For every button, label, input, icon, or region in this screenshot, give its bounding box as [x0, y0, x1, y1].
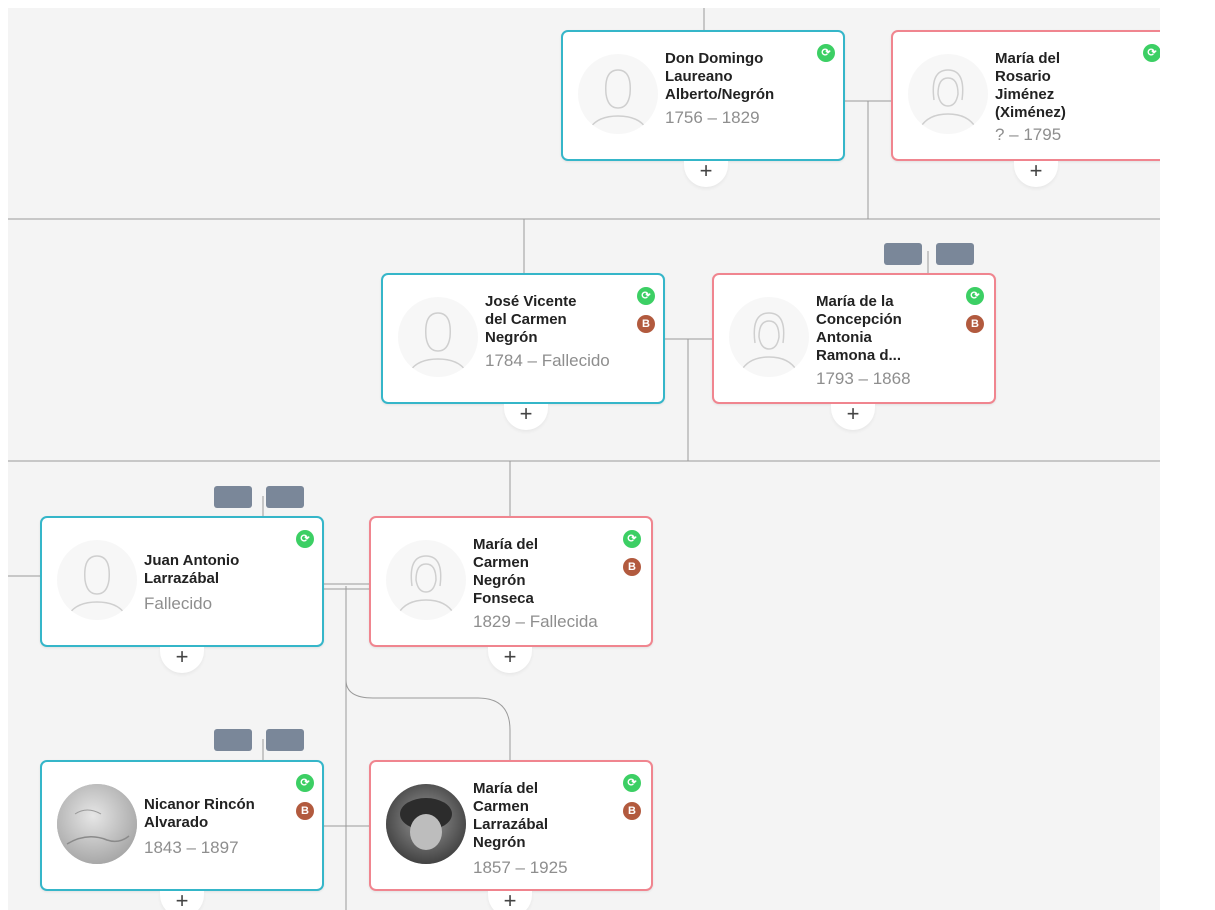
brown-record-icon[interactable]: B	[637, 315, 655, 333]
person-name: María del Carmen Larrazábal Negrón	[473, 780, 549, 851]
relationship-chip[interactable]	[936, 243, 974, 265]
male-silhouette-icon	[578, 54, 658, 134]
person-card-jose-vicente[interactable]: José Vicente del Carmen Negrón 1784 – Fa…	[381, 273, 665, 404]
person-name: María del Rosario Jiménez (Ximénez)	[995, 50, 1066, 121]
relationship-chip[interactable]	[214, 729, 252, 751]
brown-record-icon[interactable]: B	[623, 802, 641, 820]
person-card-nicanor[interactable]: Nicanor Rincón Alvarado 1843 – 1897 ⟳ B	[40, 760, 324, 891]
green-hint-icon[interactable]: ⟳	[1143, 44, 1160, 62]
green-hint-icon[interactable]: ⟳	[296, 774, 314, 792]
person-dates: 1784 – Fallecido	[485, 351, 610, 370]
person-dates: 1843 – 1897	[144, 838, 239, 857]
person-name: Juan Antonio Larrazábal	[144, 552, 240, 587]
green-hint-icon[interactable]: ⟳	[637, 287, 655, 305]
person-dates: 1829 – Fallecida	[473, 612, 598, 631]
person-dates: 1857 – 1925	[473, 858, 568, 877]
person-name: José Vicente del Carmen Negrón	[485, 293, 577, 346]
person-card-carmen-negron-fonseca[interactable]: María del Carmen Negrón Fonseca 1829 – F…	[369, 516, 653, 647]
tree-connectors	[8, 8, 1160, 910]
photo-portrait	[386, 784, 466, 864]
person-card-concepcion[interactable]: María de la Concepción Antonia Ramona d.…	[712, 273, 996, 404]
brown-record-icon[interactable]: B	[296, 802, 314, 820]
person-name: Don Domingo Laureano Alberto/Negrón	[665, 50, 775, 103]
female-silhouette-icon	[729, 297, 809, 377]
green-hint-icon[interactable]: ⟳	[623, 530, 641, 548]
tree-canvas[interactable]: Don Domingo Laureano Alberto/Negrón 1756…	[8, 8, 1160, 910]
green-hint-icon[interactable]: ⟳	[296, 530, 314, 548]
green-hint-icon[interactable]: ⟳	[817, 44, 835, 62]
person-card-carmen-larrazabal-negron[interactable]: María del Carmen Larrazábal Negrón 1857 …	[369, 760, 653, 891]
male-silhouette-icon	[398, 297, 478, 377]
photo-portrait	[57, 784, 137, 864]
brown-record-icon[interactable]: B	[966, 315, 984, 333]
person-name: María del Carmen Negrón Fonseca	[473, 536, 539, 607]
female-silhouette-icon	[908, 54, 988, 134]
relationship-chip[interactable]	[214, 486, 252, 508]
add-relative-button[interactable]: +	[160, 890, 204, 910]
person-name: Nicanor Rincón Alvarado	[144, 796, 255, 831]
green-hint-icon[interactable]: ⟳	[966, 287, 984, 305]
add-relative-button[interactable]: +	[488, 890, 532, 910]
male-silhouette-icon	[57, 540, 137, 620]
person-dates: 1793 – 1868	[816, 369, 911, 388]
person-dates: Fallecido	[144, 594, 213, 613]
person-card-domingo[interactable]: Don Domingo Laureano Alberto/Negrón 1756…	[561, 30, 845, 161]
person-card-juan-antonio[interactable]: Juan Antonio Larrazábal Fallecido ⟳	[40, 516, 324, 647]
relationship-chip[interactable]	[266, 729, 304, 751]
brown-record-icon[interactable]: B	[623, 558, 641, 576]
relationship-chip[interactable]	[266, 486, 304, 508]
person-name: María de la Concepción Antonia Ramona d.…	[816, 293, 902, 364]
person-dates: 1756 – 1829	[665, 108, 760, 127]
female-silhouette-icon	[386, 540, 466, 620]
person-dates: ? – 1795	[995, 125, 1062, 144]
person-card-rosario[interactable]: María del Rosario Jiménez (Ximénez) ? – …	[891, 30, 1160, 161]
green-hint-icon[interactable]: ⟳	[623, 774, 641, 792]
relationship-chip[interactable]	[884, 243, 922, 265]
